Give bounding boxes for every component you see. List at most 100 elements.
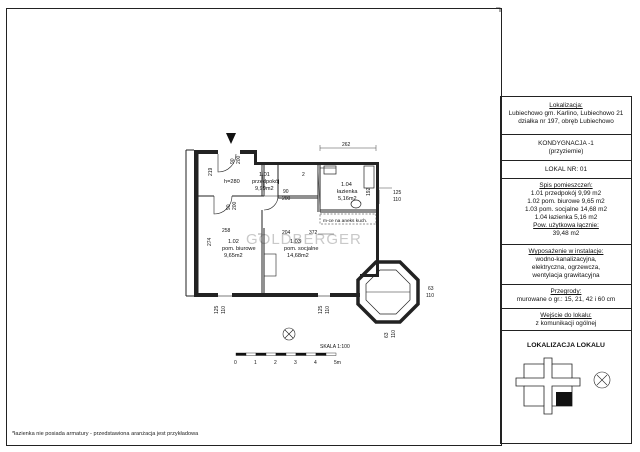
room-entry: 1.01 przedpokój 9,99 m2: [530, 190, 602, 197]
height-label: h=280: [224, 179, 240, 185]
wejscie-value: z komunikacji ogólnej: [535, 320, 597, 327]
door-3-bot: 200: [282, 196, 291, 202]
footnote: *łazienka nie posiada armatury - przedst…: [12, 431, 199, 437]
room-103-area: 14,68m2: [287, 253, 309, 259]
wyposazenie-line2: elektryczna, ogrzewcza,: [531, 264, 601, 271]
wall-top-step: [254, 150, 257, 165]
section-wyposazenie: Wyposażenie w instalacje: wodno-kanaliza…: [501, 245, 631, 285]
lokal-number: LOKAL NR: 01: [544, 166, 588, 173]
plan-labels: 1.01 przedpokój 9,99m2 1.02 pom. biurowe…: [207, 142, 434, 338]
scale-bar: [235, 352, 337, 356]
dim-372: 372: [309, 230, 318, 236]
wall-bottom-left: [194, 293, 218, 297]
inner-walls: [185, 149, 376, 297]
wall-bottom-mid: [232, 293, 318, 297]
kitchenette-area: [319, 213, 377, 225]
watermark: GOLDBERGER: [246, 231, 362, 248]
section-lokal: LOKAL NR: 01: [501, 161, 631, 179]
scale-tick-2: 2: [274, 360, 277, 366]
door-102: [213, 195, 233, 215]
spis-title: Spis pomieszczeń:: [539, 182, 593, 189]
wall-top-right: [254, 162, 378, 165]
door-1-top: 90: [230, 158, 236, 164]
room-104-number: 1.04: [341, 182, 352, 188]
lokalizacja-line2: działka nr 197, obręb Lubiechowo: [518, 118, 614, 125]
walls: [194, 150, 379, 297]
przegrody-title: Przegrody:: [550, 288, 582, 295]
wejscie-title: Wejście do lokalu:: [540, 312, 592, 319]
toilet: [350, 199, 362, 209]
wall-left: [194, 150, 198, 296]
room-entry: 1.03 pom. socjalne 14,68 m2: [524, 206, 608, 213]
door-2-bot: 200: [232, 201, 238, 210]
wyposazenie-line1: wodno-kanalizacyjna,: [535, 256, 597, 263]
kondygnacja-title: KONDYGNACJA -1: [538, 140, 594, 147]
room-102-area: 9,65m2: [224, 253, 243, 259]
dim-125-bottom-left: 125: [214, 305, 220, 314]
dim-2: 2: [302, 172, 305, 178]
room-101-number: 1.01: [259, 172, 270, 178]
dim-110-bottom-bay: 110: [391, 330, 397, 338]
pow-title: Pow. użytkowa łącznie:: [533, 222, 599, 229]
room-entry: 1.04 łazienka 5,16 m2: [534, 214, 598, 221]
przegrody-value: murowane o gr.: 15, 21, 42 i 60 cm: [516, 296, 616, 303]
door-1-bot: 200: [236, 155, 242, 164]
location-map-drawing: [515, 357, 611, 415]
info-panel: Lokalizacja: Lubiechowo gm. Karlino, Lub…: [500, 96, 632, 444]
room-102-name: pom. biurowe: [222, 246, 256, 252]
door-3-top: 90: [283, 189, 289, 195]
corner-marks: [496, 7, 501, 12]
dim-110-right-bay: 110: [426, 293, 434, 299]
room-101-name: przedpokój: [252, 179, 279, 185]
wall-right: [376, 162, 379, 274]
kondygnacja-sub: (przyziemie): [548, 148, 584, 155]
lokalizacja-line1: Lubiechowo gm. Karlino, Lubiechowo 21: [508, 110, 624, 117]
scale-tick-4: 4: [314, 360, 317, 366]
pow-value: 39,48 m2: [552, 230, 580, 237]
section-wejscie: Wejście do lokalu: z komunikacji ogólnej: [501, 309, 631, 331]
room-104-area: 5,16m2: [338, 196, 357, 202]
doors: [213, 153, 336, 215]
dim-110-bottom-left: 110: [221, 306, 227, 314]
location-highlight: [556, 392, 572, 406]
entrance-arrow-icon: [226, 133, 236, 144]
wall-top-left: [194, 150, 218, 154]
door-entrance: [217, 153, 237, 173]
windows: [218, 190, 380, 297]
dim-258: 258: [222, 228, 231, 234]
door-103-arc: [263, 195, 279, 211]
dim-262: 262: [342, 142, 351, 148]
sheet-frame: [6, 8, 502, 446]
octagon-bay: [356, 260, 420, 324]
room-102-number: 1.02: [228, 239, 239, 245]
wall-hatch: [261, 165, 321, 213]
dim-110-right: 110: [393, 197, 401, 203]
bathroom-fixtures: [323, 165, 375, 209]
section-kondygnacja: KONDYGNACJA -1 (przyziemie): [501, 135, 631, 161]
compass-icon: [282, 327, 296, 341]
sink: [323, 165, 337, 175]
dim-274: 274: [207, 237, 213, 246]
corner-mark-tr: [496, 7, 501, 12]
room-101-area: 9,99m2: [255, 186, 274, 192]
location-title: LOKALIZACJA LOKALU: [527, 342, 605, 349]
dim-63-bottom: 63: [384, 332, 390, 338]
dim-192: 192: [366, 187, 372, 196]
scale-labels: SKALA 1:100 0 1 2 3 4 5m: [234, 344, 350, 366]
aneks-label: m-ce na aneks kuch.: [323, 218, 367, 224]
dim-110-bottom-mid: 110: [325, 306, 331, 314]
section-lokalizacja: Lokalizacja: Lubiechowo gm. Karlino, Lub…: [501, 97, 631, 135]
room-104-name: łazienka: [337, 189, 358, 195]
dim-125-right: 125: [393, 190, 402, 196]
location-map: LOKALIZACJA LOKALU: [500, 334, 632, 444]
section-przegrody: Przegrody: murowane o gr.: 15, 21, 42 i …: [501, 285, 631, 309]
wall-bay: [360, 274, 379, 277]
dim-219: 219: [208, 167, 214, 176]
wyposazenie-line3: wentylacja grawitacyjna: [532, 272, 600, 279]
lokalizacja-title: Lokalizacja:: [549, 102, 583, 109]
scale-title: SKALA 1:100: [320, 344, 350, 350]
wall-top-middle: [240, 150, 254, 154]
scale-tick-1: 1: [254, 360, 257, 366]
niche: [263, 253, 277, 277]
